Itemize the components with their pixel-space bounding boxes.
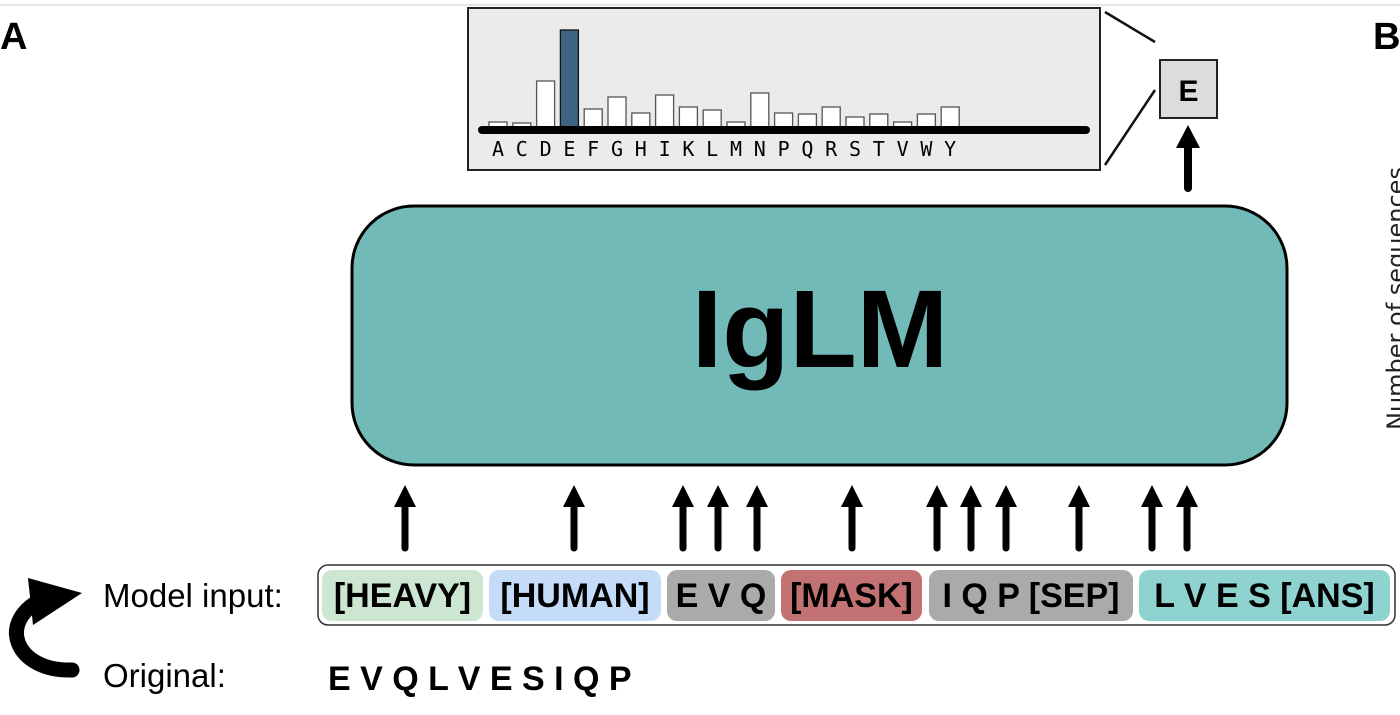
bar-N <box>750 92 770 129</box>
tick-label-D: D <box>540 137 552 161</box>
bar-H <box>631 112 651 129</box>
token-chip: L V E S [ANS] <box>1139 570 1390 621</box>
tick-label-C: C <box>516 137 528 161</box>
tick-label-G: G <box>611 137 623 161</box>
input-arrow <box>1068 485 1090 552</box>
bar-D <box>535 80 556 129</box>
panel-b-axis-label: Number of sequences <box>1382 167 1400 430</box>
token-chip: E V Q <box>667 570 775 621</box>
bar-Q <box>797 113 818 129</box>
input-arrow <box>672 485 694 552</box>
input-arrow <box>1141 485 1163 552</box>
tick-label-R: R <box>825 137 838 161</box>
tick-label-K: K <box>682 137 694 161</box>
zoom-connector-bottom <box>1103 89 1157 166</box>
transform-curved-arrow-icon <box>9 578 82 678</box>
bar-G <box>607 96 627 129</box>
tick-label-M: M <box>730 137 742 161</box>
bar-F <box>583 108 603 129</box>
iglm-model-box <box>350 204 1289 467</box>
token-label: [HUMAN] <box>500 577 649 615</box>
token-label: E V Q <box>676 577 767 615</box>
tick-label-T: T <box>873 137 885 161</box>
tick-label-W: W <box>920 137 933 161</box>
bar-T <box>869 113 889 129</box>
bar-E <box>559 29 580 129</box>
bar-Y <box>940 106 960 129</box>
output-token-box <box>1159 59 1218 119</box>
input-arrow <box>563 485 585 552</box>
token-label: [HEAVY] <box>334 577 471 615</box>
model-name: IgLM <box>692 268 949 391</box>
tick-label-E: E <box>563 137 575 161</box>
tick-label-H: H <box>635 137 647 161</box>
tick-label-P: P <box>778 137 790 161</box>
model-input-label: Model input: <box>103 577 283 614</box>
token-chip: [MASK] <box>781 570 922 621</box>
input-arrow <box>394 485 416 552</box>
input-arrow <box>1176 485 1198 552</box>
token-chip: [HEAVY] <box>322 570 483 621</box>
tick-label-L: L <box>706 137 718 161</box>
input-arrow <box>707 485 729 552</box>
tick-label-F: F <box>587 137 599 161</box>
input-arrow <box>746 485 768 552</box>
tick-label-N: N <box>754 137 766 161</box>
input-arrow <box>926 485 948 552</box>
bar-R <box>821 106 841 129</box>
token-label: I Q P [SEP] <box>943 577 1120 615</box>
token-chip: I Q P [SEP] <box>929 570 1133 621</box>
bar-L <box>702 109 722 129</box>
token-chip: [HUMAN] <box>489 570 661 621</box>
zoom-connector-top <box>1104 10 1156 44</box>
bar-I <box>654 94 675 129</box>
output-token: E <box>1178 75 1198 108</box>
original-sequence: E V Q L V E S I Q P <box>328 660 632 698</box>
tick-label-S: S <box>849 137 861 161</box>
tick-label-V: V <box>897 137 909 161</box>
tick-label-I: I <box>659 137 671 161</box>
bar-P <box>773 112 794 129</box>
panel-label-b: B <box>1373 16 1400 58</box>
original-label: Original: <box>103 657 226 694</box>
bar-W <box>916 113 937 129</box>
input-arrow <box>995 485 1017 552</box>
input-arrow <box>841 485 863 552</box>
input-arrows <box>394 485 1198 552</box>
tick-label-A: A <box>492 137 504 161</box>
panel-label-a: A <box>0 16 27 58</box>
output-arrow <box>1176 125 1200 192</box>
token-label: L V E S [ANS] <box>1154 577 1374 615</box>
tick-label-Q: Q <box>801 137 813 161</box>
tick-label-Y: Y <box>944 137 956 161</box>
input-arrow <box>960 485 982 552</box>
bar-K <box>678 106 699 129</box>
token-label: [MASK] <box>790 577 913 615</box>
